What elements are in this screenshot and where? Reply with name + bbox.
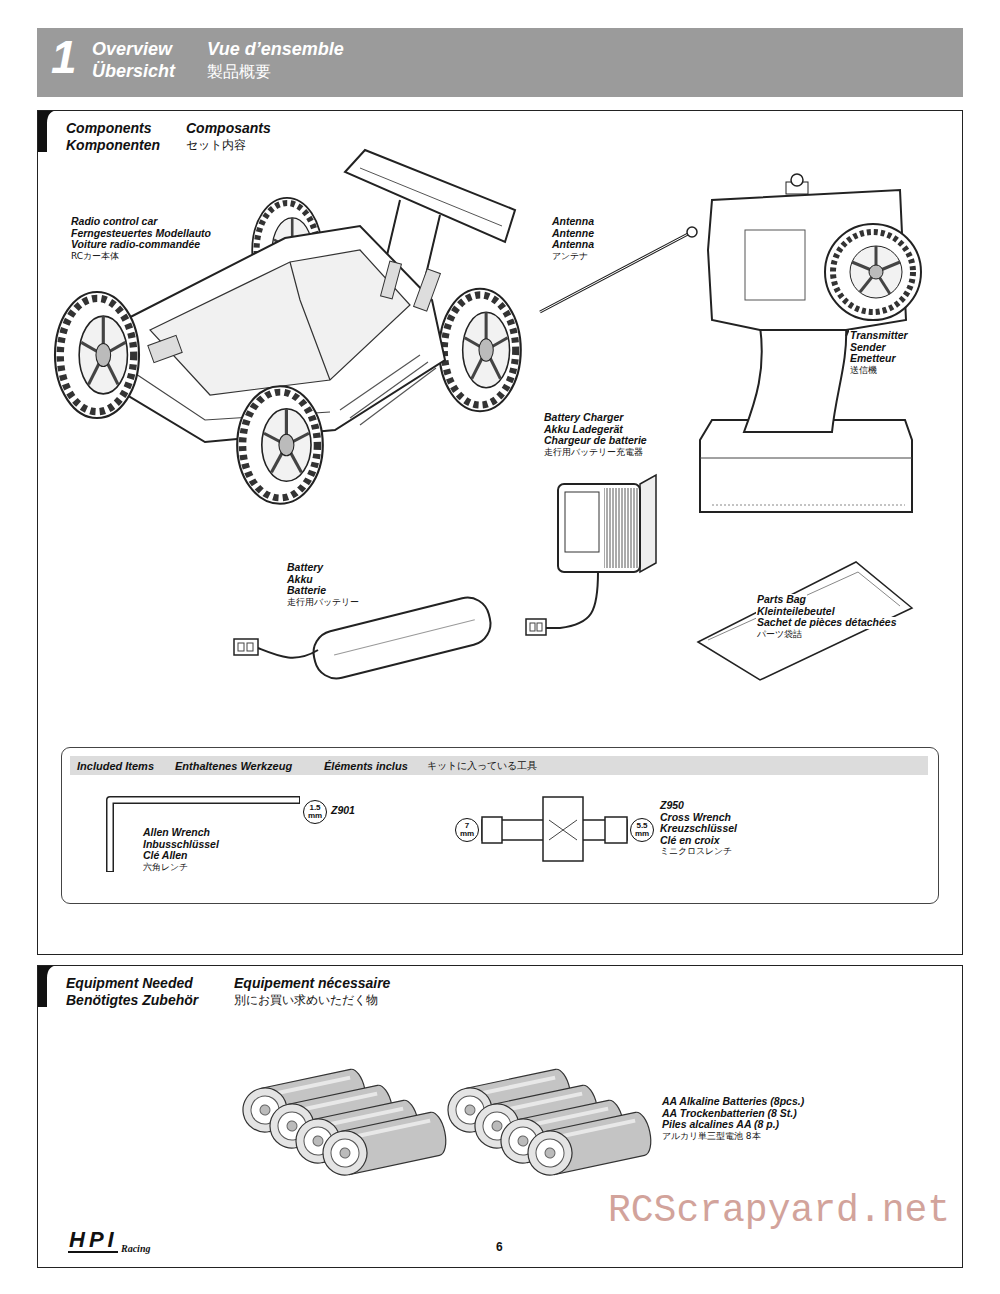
part-label: Parts Bag <box>756 594 807 606</box>
panel-heading: Equipement nécessaire <box>234 976 390 991</box>
part-label: Ferngesteuertes Modellauto <box>70 228 212 240</box>
size-marking: 5.5 mm <box>630 818 654 842</box>
part-label: Antenna <box>551 239 595 251</box>
panel-heading: Composants <box>186 121 271 136</box>
part-label: Emetteur <box>849 353 897 365</box>
logo-text: HPI <box>68 1228 119 1252</box>
panel-heading: Benötigtes Zubehör <box>66 993 198 1008</box>
panel-heading: 別にお買い求めいただく物 <box>234 994 378 1007</box>
part-label: AA Alkaline Batteries (8pcs.) <box>661 1096 805 1108</box>
page-number: 6 <box>495 1242 504 1254</box>
part-label: Akku Ladegerät <box>543 424 624 436</box>
panel-heading: Components <box>66 121 152 136</box>
part-label: Akku <box>286 574 314 586</box>
included-items-box: Included Items Enthaltenes Werkzeug Élémen… <box>61 747 939 904</box>
size-marking-text: 7 mm <box>460 822 474 838</box>
part-label: 走行用バッテリー <box>286 597 360 609</box>
part-label: Clé en croix <box>659 835 721 847</box>
part-label: アルカリ単三型電池 8本 <box>661 1131 762 1143</box>
section-header: 1 Overview Vue d’ensembleÜbersicht 製品概要 <box>37 28 963 97</box>
part-label: 走行用バッテリー充電器 <box>543 447 644 459</box>
components-panel: Components ComposantsKomponenten セット内容 Incl… <box>37 110 963 955</box>
part-label: Kleinteilebeutel <box>756 606 836 618</box>
section-title: 製品概要 <box>207 63 271 81</box>
part-label: ミニクロスレンチ <box>659 846 733 858</box>
panel-heading: Equipment Needed <box>66 976 193 991</box>
part-label: Allen Wrench <box>142 827 211 839</box>
part-label: 六角レンチ <box>142 862 189 874</box>
part-label: Radio control car <box>70 216 158 228</box>
box-heading: Enthaltenes Werkzeug <box>175 760 292 772</box>
part-label: Battery <box>286 562 324 574</box>
size-marking: 7 mm <box>455 818 479 842</box>
part-label: RCカー本体 <box>70 251 120 263</box>
size-marking-text: 1.5 mm <box>308 804 322 820</box>
equipment-panel: Equipment Needed Equipement nécessaireBen… <box>37 965 963 1268</box>
part-label: Voiture radio-commandée <box>70 239 201 251</box>
section-title: Vue d’ensemble <box>207 40 344 60</box>
part-label: Kreuzschlüssel <box>659 823 738 835</box>
size-marking-text: 5.5 mm <box>635 822 649 838</box>
part-label: Transmitter <box>849 330 909 342</box>
section-number: 1 <box>51 32 77 83</box>
box-heading: Included Items <box>77 760 154 772</box>
part-label: Z950 <box>659 800 685 812</box>
section-title: Übersicht <box>92 62 175 82</box>
part-label: Antenna <box>551 216 595 228</box>
part-label: パーツ袋詰 <box>756 629 803 641</box>
watermark: RCScrapyard.net <box>607 1190 951 1232</box>
part-label: 送信機 <box>849 365 878 377</box>
panel-heading: セット内容 <box>186 139 246 152</box>
part-label: Sender <box>849 342 887 354</box>
part-label: Sachet de pièces détachées <box>756 617 898 629</box>
box-heading: Éléments inclus <box>324 760 408 772</box>
part-label: Clé Allen <box>142 850 189 862</box>
part-number: Z901 <box>330 805 356 817</box>
part-label: Batterie <box>286 585 327 597</box>
part-label: Inbusschlüssel <box>142 839 220 851</box>
part-label: Cross Wrench <box>659 812 732 824</box>
logo-text: Racing <box>120 1243 151 1255</box>
section-title: Overview <box>92 40 172 60</box>
part-label: Antenne <box>551 228 595 240</box>
part-label: Battery Charger <box>543 412 624 424</box>
size-marking: 1.5 mm <box>303 800 327 824</box>
box-heading: キットに入っている工具 <box>427 760 537 771</box>
panel-heading: Komponenten <box>66 138 160 153</box>
part-label: Piles alcalines AA (8 p.) <box>661 1119 780 1131</box>
part-label: アンテナ <box>551 251 589 263</box>
part-label: AA Trockenbatterien (8 St.) <box>661 1108 798 1120</box>
part-label: Chargeur de batterie <box>543 435 648 447</box>
